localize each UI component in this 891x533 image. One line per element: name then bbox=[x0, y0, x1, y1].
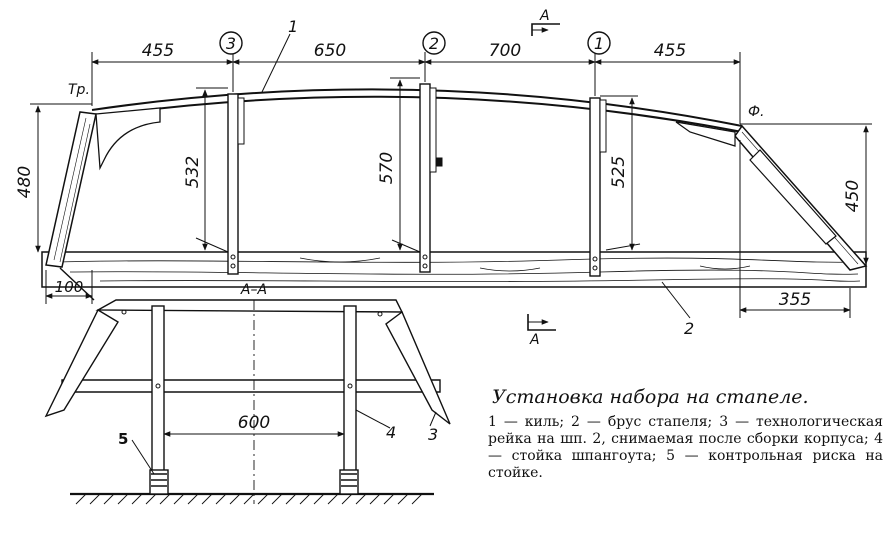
dim-570: 570 bbox=[377, 152, 397, 184]
transom-knee bbox=[95, 107, 161, 171]
label-stem: Ф. bbox=[748, 104, 765, 120]
label-transom: Тр. bbox=[68, 82, 90, 98]
dimension-lines bbox=[30, 23, 872, 331]
frame1-number: 1 bbox=[594, 34, 604, 53]
label-beam: 2 bbox=[684, 319, 694, 338]
dim-600: 600 bbox=[238, 413, 270, 433]
caption-title: Установка набора на стапеле. bbox=[492, 386, 809, 408]
part-labels: Тр. Ф. 1 2 4 3 5 А А А–А bbox=[68, 8, 765, 448]
label-keel: 1 bbox=[288, 17, 298, 36]
frame-markers: 3 2 1 bbox=[219, 31, 611, 55]
dim-700: 700 bbox=[489, 41, 521, 61]
section-view bbox=[44, 299, 451, 505]
dim-455-left: 455 bbox=[142, 41, 174, 61]
section-mark-bottom: А bbox=[529, 332, 540, 348]
caption: Установка набора на стапеле. 1 — киль; 2… bbox=[488, 386, 883, 482]
label-mark: 5 bbox=[118, 430, 128, 448]
frame3-number: 3 bbox=[226, 34, 236, 53]
right-leg bbox=[343, 305, 357, 495]
dim-450: 450 bbox=[843, 180, 863, 212]
frame1-post bbox=[589, 97, 601, 277]
dim-355: 355 bbox=[779, 290, 811, 310]
section-view-title: А–А bbox=[240, 282, 267, 298]
dim-100: 100 bbox=[55, 278, 84, 296]
dim-525: 525 bbox=[609, 156, 629, 188]
transom bbox=[45, 111, 97, 268]
caption-body: 1 — киль; 2 — брус стапеля; 3 — технолог… bbox=[488, 414, 883, 481]
dim-480: 480 bbox=[15, 166, 35, 198]
side-view bbox=[41, 83, 868, 301]
label-lath: 3 bbox=[428, 425, 438, 444]
frame3-post bbox=[227, 93, 239, 275]
dim-532: 532 bbox=[183, 156, 203, 188]
frame2-number: 2 bbox=[429, 34, 439, 53]
keel bbox=[91, 88, 743, 127]
frame2-post bbox=[419, 83, 431, 273]
left-leg bbox=[151, 305, 165, 495]
section-mark-top: А bbox=[539, 8, 550, 24]
label-leg: 4 bbox=[386, 423, 396, 442]
section-top-bar bbox=[95, 299, 404, 313]
dimension-texts: 455 650 700 455 480 532 570 525 450 100 … bbox=[15, 41, 863, 433]
dim-650: 650 bbox=[314, 41, 346, 61]
dim-455-right: 455 bbox=[654, 41, 686, 61]
